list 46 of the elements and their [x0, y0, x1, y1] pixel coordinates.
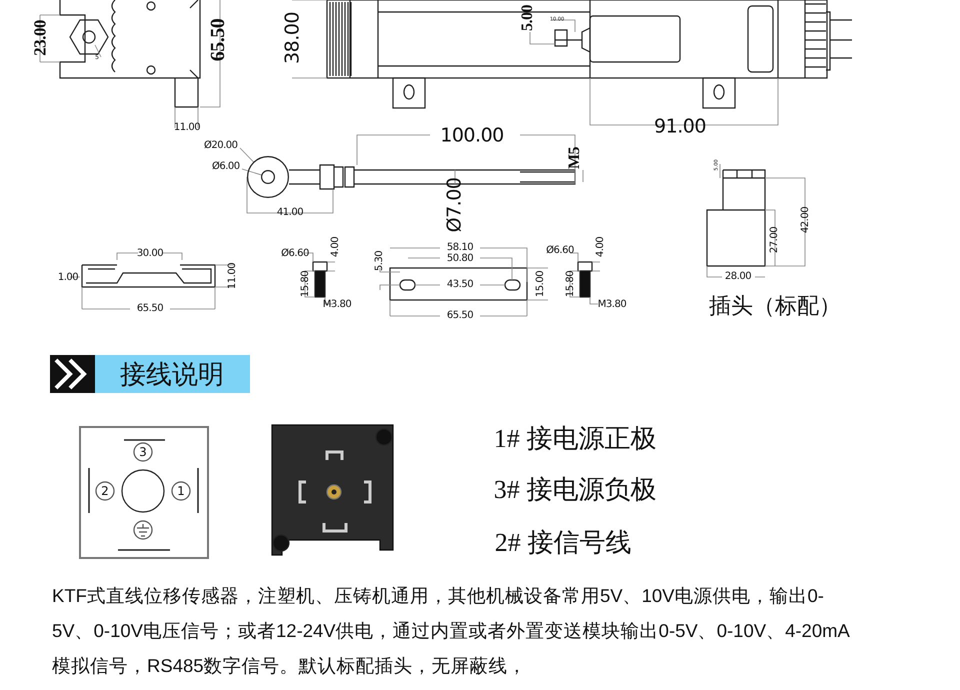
dimension-label: 28.00	[724, 272, 752, 282]
dimension-label: 58.10	[446, 243, 474, 253]
dimension-label: 1.00	[58, 273, 78, 283]
dimension-label: 65.50	[446, 311, 474, 321]
dimension-label: M3.80	[598, 300, 626, 310]
description-paragraph: KTF式直线位移传感器，注塑机、压铸机通用，其他机械设备常用5V、10V电源供电，输出0-5V、0-10V电压信号；或者12-24V供电，通过内置或者外置变送模块输出0-5V、0-10V、4-20mA模拟信号，RS485数字信号。默认标配插头，无屏蔽线，	[52, 584, 851, 678]
pin-assignment: 3# 接电源负极	[494, 477, 656, 503]
dimension-label: Ø6.60	[281, 249, 309, 259]
caption: 插头（标配）	[709, 296, 841, 318]
eye-hole	[261, 170, 275, 184]
dimension-label: 41.00	[276, 208, 304, 218]
pin-assignment: 2# 接信号线	[494, 530, 632, 556]
dimension-label: Ø6.60	[546, 246, 574, 256]
dimension-label: 15.80	[301, 270, 311, 298]
dimension-label: 5.30	[375, 250, 385, 272]
dimension-label: 11.00	[228, 262, 238, 290]
dimension-label: Ø20.00	[204, 141, 238, 151]
dimension-label: Ø6.00	[212, 162, 240, 172]
dimension-label: 4.00	[596, 236, 606, 258]
dimension-label: 50.80	[446, 254, 474, 264]
dimension-label: M3.80	[322, 300, 352, 310]
dimension-label: 5.00	[520, 5, 536, 31]
dimension-label: 23.00	[32, 20, 48, 56]
pin-assignment: 1# 接电源正极	[494, 426, 656, 452]
section-title: 接线说明	[120, 362, 224, 388]
leader-line	[242, 168, 262, 176]
dimension-label: 30.00	[136, 249, 164, 259]
dimension-label: 15.00	[536, 270, 546, 298]
dimension-label: 38.00	[284, 12, 302, 64]
dimension-label: 11.00	[174, 123, 200, 133]
dimension-label: 91.00	[654, 118, 706, 136]
dimension-label: 15.80	[566, 270, 576, 298]
dimension-label: 27.00	[770, 226, 780, 254]
dimension-label: Ø7.00	[446, 178, 464, 232]
dimension-label: M5	[567, 146, 583, 170]
pin-number: 3	[139, 446, 147, 458]
leader-line	[240, 148, 254, 162]
pin-number: 2	[101, 485, 109, 497]
dimension-label: 4.00	[331, 236, 341, 258]
dimension-label: 65.50	[136, 304, 164, 314]
eye-ring	[247, 156, 289, 198]
dimension-label: 43.50	[446, 280, 474, 290]
dimension-label: 100.00	[440, 126, 504, 146]
pin-number: 1	[177, 485, 185, 497]
dimension-label: 65.50	[208, 18, 228, 62]
dimension-label: 42.00	[801, 206, 811, 234]
